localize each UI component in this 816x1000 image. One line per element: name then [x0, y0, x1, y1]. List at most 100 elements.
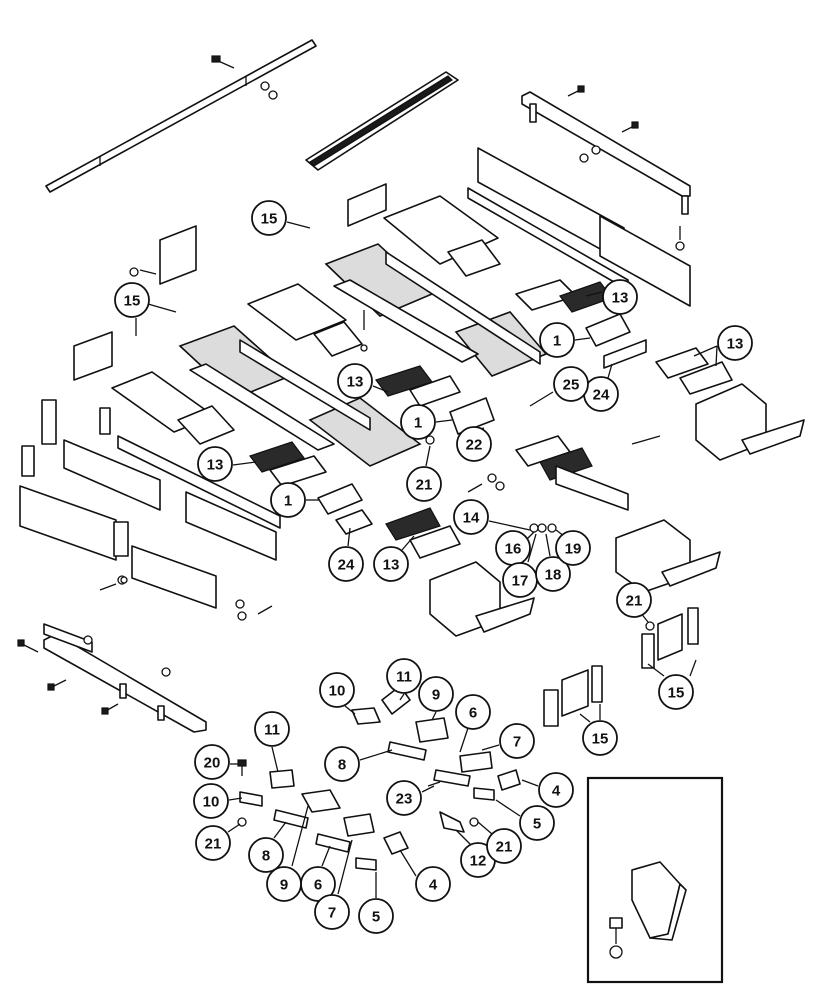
callout-circle: [418, 676, 454, 712]
upper-right-side-panel: [477, 147, 691, 307]
callout-leader-line: [344, 705, 356, 715]
callout-leader-line: [521, 779, 539, 787]
callout-circle: [314, 894, 350, 930]
callout-1: 1: [270, 482, 306, 518]
callout-22: 22: [456, 426, 492, 462]
callout-number: 18: [545, 567, 562, 584]
callout-circle: [406, 466, 442, 502]
callout-circle: [616, 582, 652, 618]
callout-9: 9: [266, 866, 302, 902]
callout-leader-line: [435, 419, 453, 423]
callout-circle: [251, 200, 287, 236]
callout-circle: [602, 279, 638, 315]
callout-leader-line: [529, 391, 554, 407]
callout-leader-line: [232, 461, 257, 466]
callout-circle: [337, 363, 373, 399]
callout-circle: [386, 658, 422, 694]
callout-24: 24: [583, 376, 619, 412]
callout-circle: [386, 780, 422, 816]
callout-number: 8: [262, 848, 270, 865]
callout-1: 1: [400, 404, 436, 440]
callout-6: 6: [455, 694, 491, 730]
inset-detail-box: [586, 776, 724, 984]
callout-circle: [270, 482, 306, 518]
lower-left-side-walls: [19, 399, 217, 609]
callout-circle: [254, 711, 290, 747]
callout-circle: [400, 404, 436, 440]
callout-leader-line: [147, 303, 177, 313]
callout-circle: [358, 898, 394, 934]
top-center-channel: [305, 71, 459, 171]
callout-circle: [717, 325, 753, 361]
top-left-long-bar: [45, 39, 317, 193]
callout-4: 4: [538, 772, 574, 808]
callout-9: 9: [418, 676, 454, 712]
callout-number: 21: [626, 593, 643, 610]
callout-number: 9: [280, 877, 288, 894]
callout-number: 9: [432, 687, 440, 704]
callout-8: 8: [324, 746, 360, 782]
callout-number: 19: [565, 541, 582, 558]
callout-leader-line: [477, 821, 493, 835]
callout-number: 11: [396, 669, 412, 686]
callout-circle: [539, 322, 575, 358]
callout-circle: [193, 783, 229, 819]
callout-leader-line: [579, 713, 591, 723]
callout-number: 14: [463, 510, 480, 527]
callout-leader-line: [399, 849, 417, 877]
callout-circle: [328, 546, 364, 582]
callout-circle: [486, 828, 522, 864]
callout-number: 10: [329, 683, 346, 700]
callout-circle: [538, 772, 574, 808]
middle-hardware: [120, 226, 685, 631]
callout-number: 21: [205, 836, 222, 853]
callout-21: 21: [616, 582, 652, 618]
callout-circle: [114, 282, 150, 318]
callout-circle: [266, 866, 302, 902]
long-channels: [63, 187, 629, 561]
callout-circle: [324, 746, 360, 782]
callout-number: 11: [264, 722, 280, 739]
callout-14: 14: [453, 499, 489, 535]
callout-circle: [197, 446, 233, 482]
callout-number: 23: [396, 791, 413, 808]
callout-circle: [248, 837, 284, 873]
callout-circle: [373, 546, 409, 582]
callout-13: 13: [602, 279, 638, 315]
upper-panels: [73, 183, 548, 467]
callout-number: 15: [592, 731, 609, 748]
callout-11: 11: [386, 658, 422, 694]
callout-leader-line: [607, 363, 613, 379]
callout-number: 12: [470, 853, 487, 870]
callout-circle: [415, 866, 451, 902]
callout-20: 20: [194, 744, 230, 780]
callout-18: 18: [535, 556, 571, 592]
callout-leader-line: [495, 799, 521, 817]
callout-leader-line: [271, 746, 279, 773]
callout-4: 4: [415, 866, 451, 902]
callout-21: 21: [195, 825, 231, 861]
callout-leader-line: [455, 829, 471, 845]
callout-number: 8: [338, 757, 346, 774]
callout-leader-line: [527, 533, 537, 563]
callout-number: 4: [429, 877, 438, 894]
callout-number: 13: [347, 374, 364, 391]
callout-leader-line: [401, 535, 415, 551]
callout-number: 21: [416, 477, 433, 494]
callout-number: 1: [553, 333, 561, 350]
callout-number: 22: [466, 437, 483, 454]
callout-number: 5: [372, 909, 380, 926]
callout-leader-line: [421, 785, 435, 793]
round-rollers: [317, 313, 647, 535]
callout-leader-line: [545, 533, 551, 557]
callout-15: 15: [114, 282, 150, 318]
callout-17: 17: [502, 562, 538, 598]
callout-number: 15: [124, 293, 141, 310]
callout-number: 13: [383, 557, 400, 574]
callout-leader-line: [228, 797, 243, 801]
callout-leader-line: [359, 749, 393, 761]
callout-24: 24: [328, 546, 364, 582]
callout-number: 4: [552, 783, 561, 800]
callout-21: 21: [486, 828, 522, 864]
